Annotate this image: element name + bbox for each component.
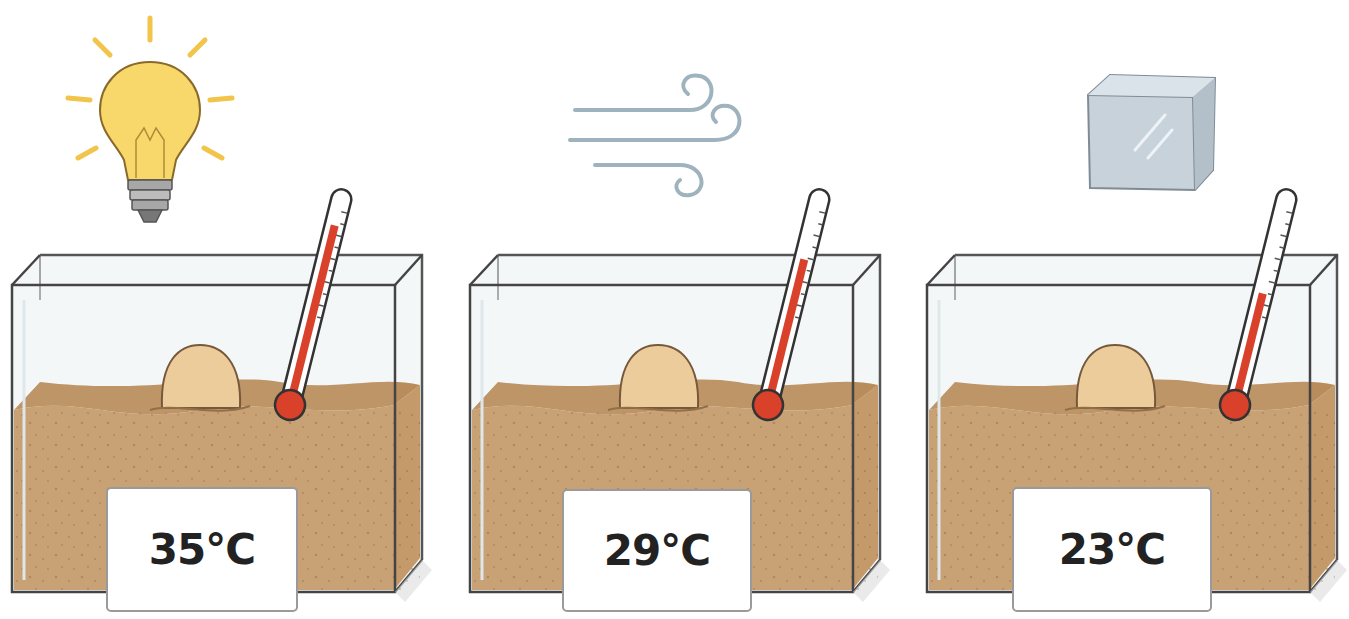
temperature-value: 35°C — [149, 525, 255, 574]
temperature-label: 29°C — [562, 489, 752, 612]
light-bulb — [68, 18, 232, 222]
temperature-value: 29°C — [604, 526, 710, 575]
wind-symbol — [570, 76, 739, 196]
ice-cube — [1088, 75, 1215, 190]
temperature-value: 23°C — [1059, 525, 1165, 574]
temperature-label: 35°C — [106, 487, 298, 612]
temperature-label: 23°C — [1012, 487, 1212, 612]
